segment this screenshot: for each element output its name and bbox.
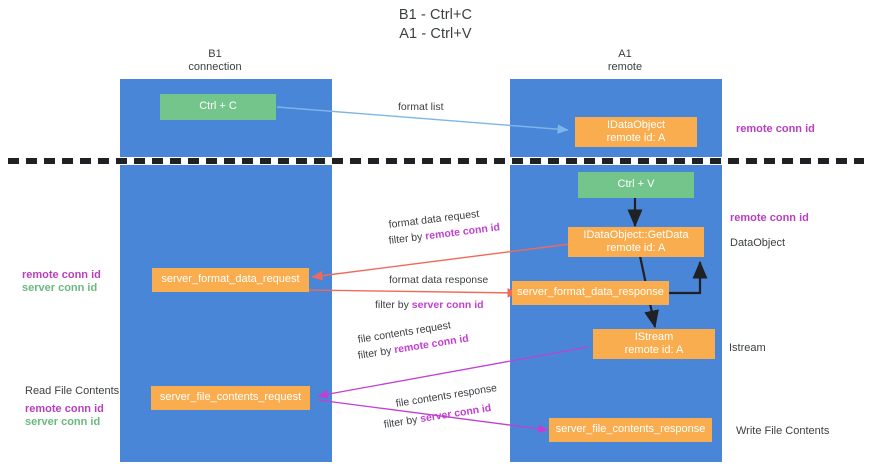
- column-header-a1: A1 remote: [540, 48, 710, 74]
- node-istream[interactable]: IStream remote id: A: [593, 329, 715, 359]
- node-idataobject-line1: IDataObject: [606, 118, 666, 131]
- node-istream-line2: remote id: A: [624, 344, 684, 356]
- annotation-right-dataobject: DataObject: [730, 237, 786, 249]
- annotation-right-remote-conn-id-top: remote conn id: [736, 123, 815, 135]
- arrow-file-contents-request: [317, 346, 589, 399]
- node-getdata-line2: remote id: A: [606, 242, 666, 254]
- node-ctrl-v[interactable]: Ctrl + V: [578, 172, 694, 198]
- annotation-left-server-conn-id-mid: server conn id: [22, 282, 98, 294]
- node-server-file-contents-request-label: server_file_contents_request: [159, 391, 302, 404]
- node-server-format-data-request[interactable]: server_format_data_request: [152, 268, 309, 292]
- annotation-right-remote-conn-id-mid: remote conn id: [730, 212, 809, 224]
- node-idataobject-line2: remote id: A: [606, 132, 666, 144]
- lane-b1-lower: [120, 165, 332, 462]
- annotation-left-remote-conn-id-bottom: remote conn id: [25, 403, 104, 415]
- arrow-format-list: [276, 106, 569, 134]
- filter-prefix: filter by: [388, 230, 426, 247]
- node-server-format-data-response[interactable]: server_format_data_response: [512, 281, 669, 305]
- node-server-format-data-response-label: server_format_data_response: [517, 286, 664, 299]
- node-ctrl-c-label: Ctrl + C: [199, 100, 237, 113]
- node-ctrl-c[interactable]: Ctrl + C: [160, 94, 276, 120]
- annotation-right-write-file-contents: Write File Contents: [736, 425, 830, 437]
- filter-prefix: filter by: [375, 299, 412, 311]
- node-istream-line1: IStream: [634, 330, 674, 343]
- node-idataobject[interactable]: IDataObject remote id: A: [575, 117, 697, 147]
- edge-label-format-data-response: format data response: [389, 274, 489, 286]
- node-server-file-contents-response[interactable]: server_file_contents_response: [549, 418, 712, 442]
- column-header-b1-role: connection: [188, 61, 242, 73]
- filter-prefix: filter by: [357, 344, 396, 362]
- node-server-format-data-request-label: server_format_data_request: [161, 273, 300, 286]
- column-header-a1-role: remote: [607, 61, 643, 73]
- column-header-b1: B1 connection: [130, 48, 300, 74]
- title-line-2: A1 - Ctrl+V: [399, 26, 472, 42]
- node-server-file-contents-request[interactable]: server_file_contents_request: [151, 386, 310, 410]
- lane-a1-lower: [510, 165, 722, 462]
- edge-label-format-data-response-filter: filter by server conn id: [375, 299, 484, 312]
- annotation-left-read-file-contents: Read File Contents: [25, 385, 120, 397]
- node-getdata-line1: IDataObject::GetData: [583, 228, 689, 241]
- annotation-right-istream: Istream: [729, 342, 766, 354]
- arrow-response-to-getdata: [668, 260, 708, 295]
- column-header-a1-name: A1: [618, 48, 632, 60]
- column-header-b1-name: B1: [208, 48, 222, 60]
- arrow-file-contents-response: [317, 399, 549, 434]
- node-ctrl-v-label: Ctrl + V: [617, 178, 655, 191]
- annotation-left-server-conn-id-bottom: server conn id: [25, 416, 101, 428]
- edge-label-format-list: format list: [398, 101, 444, 113]
- node-getdata[interactable]: IDataObject::GetData remote id: A: [568, 227, 704, 257]
- annotation-left-remote-conn-id-mid: remote conn id: [22, 269, 101, 281]
- arrow-format-data-request: [311, 243, 571, 281]
- title-line-1: B1 - Ctrl+C: [398, 7, 473, 23]
- diagram-title: B1 - Ctrl+C A1 - Ctrl+V: [0, 6, 871, 44]
- filter-key-server-conn-id: server conn id: [411, 299, 484, 311]
- node-server-file-contents-response-label: server_file_contents_response: [555, 423, 706, 436]
